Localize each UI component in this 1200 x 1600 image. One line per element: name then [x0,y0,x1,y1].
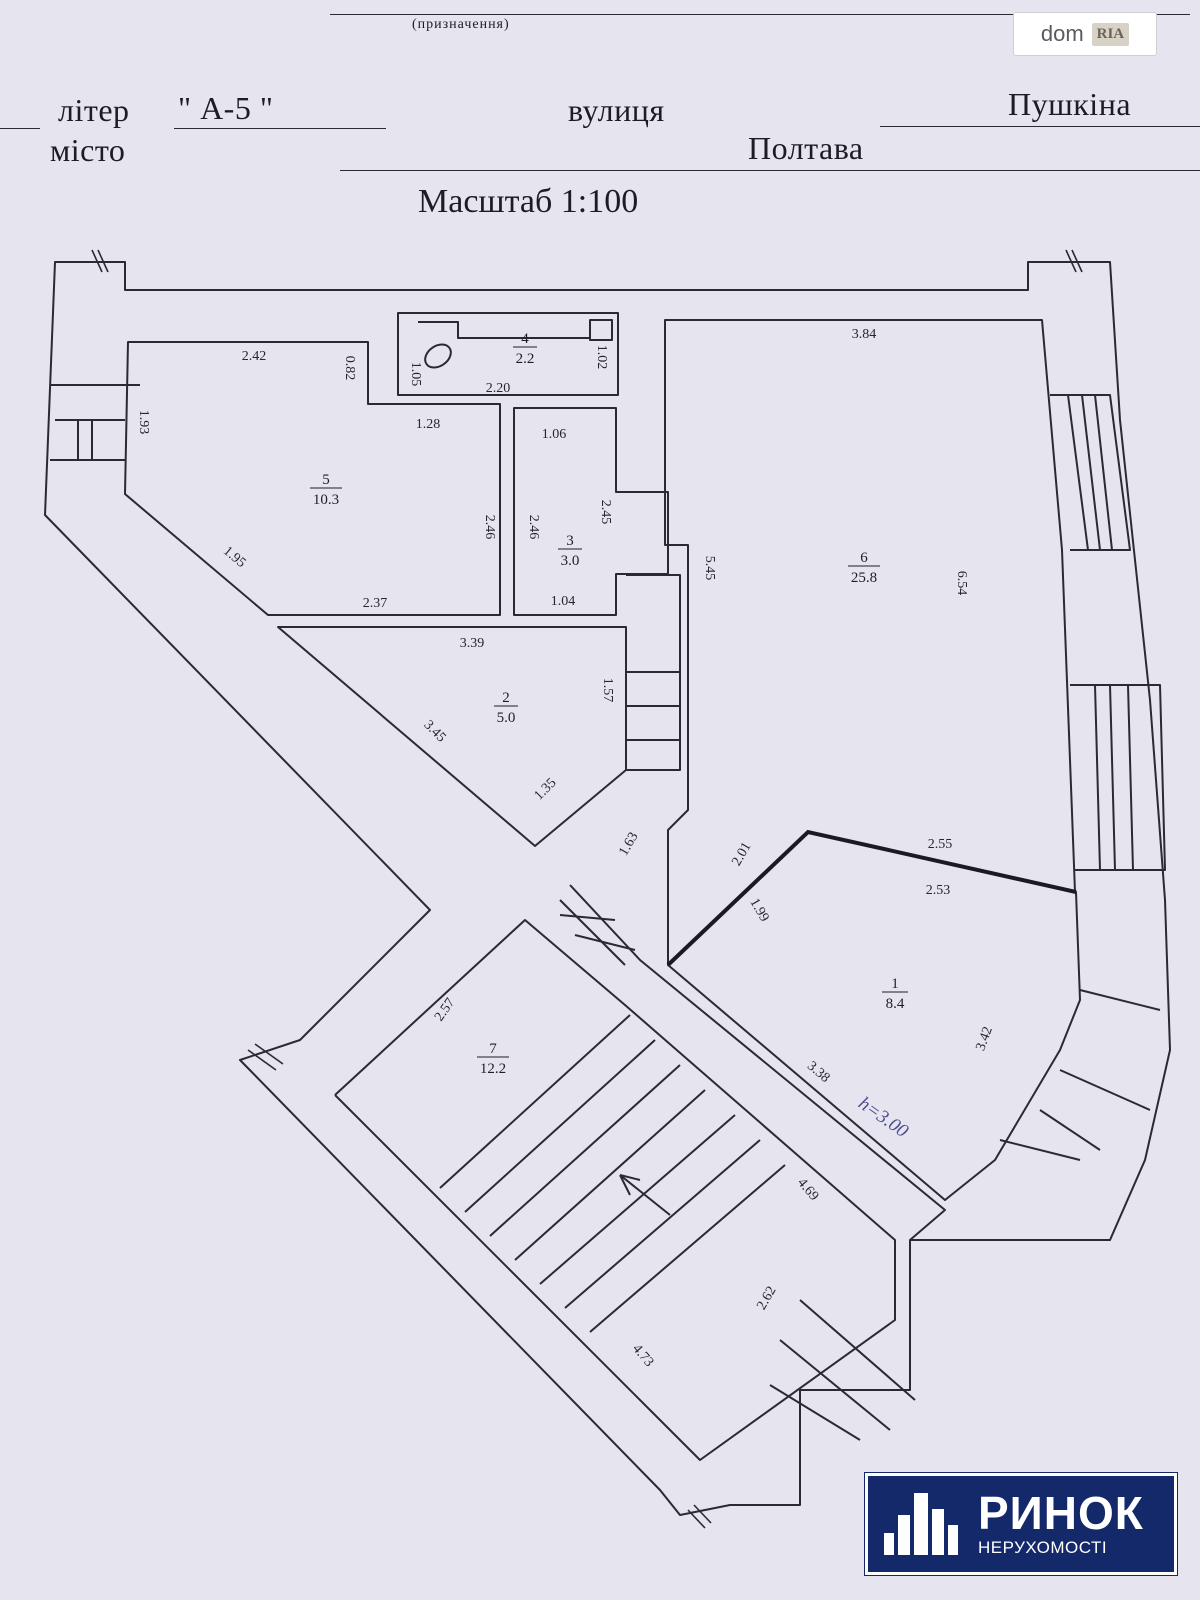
room7-stair [439,1014,786,1333]
street-value: Пушкіна [1008,86,1132,122]
dim-room5-diag: 1.95 [220,544,248,571]
dim-corridor: 1.63 [616,830,641,859]
dim-room5-top: 2.42 [242,349,267,364]
right-stair-2 [1070,684,1166,871]
room4-wall [397,312,619,396]
dim-room2-diag: 3.45 [421,718,449,746]
corridor-wall [559,884,946,1241]
dim-room1-right: 3.42 [973,1025,995,1053]
dim-room6-top: 3.84 [852,327,877,342]
room-5-area: 10.3 [313,492,339,508]
dim-room4-left: 1.05 [408,362,423,387]
dim-room4-bottom: 2.20 [486,381,511,396]
dim-room6-left: 5.45 [702,556,717,581]
break-mark-3 [247,1043,284,1071]
outer-wall [44,261,1171,1516]
right-stair-3 [999,989,1161,1161]
dim-room4-right: 1.02 [594,345,609,370]
dim-room2-right: 1.57 [600,678,615,703]
room5-wall [124,341,501,616]
room-1-number: 1 [891,976,899,992]
dom-text: dom [1040,21,1084,46]
room-3-area: 3.0 [561,553,580,569]
room4-inner [418,319,613,341]
dim-room3-top: 1.06 [542,427,567,442]
room-4-area: 2.2 [516,351,535,367]
dim-room2-bottom: 1.35 [532,776,560,804]
dom-ria-logo: dom RIA [1013,12,1157,56]
room-3-number: 3 [566,533,574,549]
dim-room5-right-small: 0.82 [342,356,357,381]
dim-room6-right: 6.54 [954,571,969,596]
room-7-area: 12.2 [480,1061,506,1077]
ria-text: RIA [1091,22,1130,46]
dim-room1-left-outer: 2.01 [729,840,754,869]
dim-room7-left: 2.57 [432,996,458,1025]
dim-room3-bottom: 1.04 [551,594,576,609]
partition-thick [666,829,1077,967]
dim-room5-bottom: 2.37 [363,596,388,611]
room7-arrow [619,1174,671,1216]
dim-room1-bottom: 3.38 [804,1059,832,1086]
corridor-stair [559,914,636,951]
rynok-title: РИНОК [978,1487,1144,1539]
city-label: місто [50,132,126,168]
street-rule [880,126,1200,127]
break-mark-4 [687,1504,712,1529]
break-mark-1 [91,249,109,273]
room-4-number: 4 [521,331,529,347]
liter-label: літер [58,92,130,128]
dim-room7-bottom: 4.73 [629,1342,656,1370]
break-mark-2 [1065,249,1083,273]
liter-value: " А-5 " [178,90,274,126]
right-stair [1050,394,1131,551]
dim-room7-right: 4.69 [794,1176,821,1204]
dim-room5-right: 2.46 [482,515,497,540]
room7-wall [334,919,896,1461]
top-rule [330,14,1190,15]
liter-rule [174,128,386,129]
toilet-icon [424,343,452,369]
room-7-number: 7 [489,1041,497,1057]
city-rule [340,170,1200,171]
mid-stair [626,574,681,771]
ceiling-height-note: h=3.00 [854,1093,912,1142]
room3-wall [513,407,669,616]
dim-room3-right: 2.45 [598,500,613,525]
dim-room5-step: 1.28 [416,417,441,432]
dim-room1-top: 2.53 [926,883,951,898]
room-1-area: 8.4 [886,996,905,1012]
room2-wall [277,626,627,847]
dim-room1-top-outer: 2.55 [928,837,953,852]
room-5-number: 5 [322,472,330,488]
room-2-area: 5.0 [497,710,516,726]
purpose-caption: (призначення) [412,17,510,32]
room-6-area: 25.8 [851,570,877,586]
buildings-icon [884,1493,968,1555]
rynok-nerukhomosti-logo: РИНОК НЕРУХОМОСТІ [864,1472,1178,1576]
lower-stair [769,1299,916,1441]
dim-room5-left: 1.93 [136,410,151,435]
city-value: Полтава [748,130,864,166]
room-6-number: 6 [860,550,868,566]
dim-room7-mid: 2.62 [754,1284,779,1313]
dim-room2-top: 3.39 [460,636,485,651]
room6-wall [664,319,1076,966]
room-2-number: 2 [502,690,510,706]
rynok-subtitle: НЕРУХОМОСТІ [978,1538,1108,1557]
scale-label: Масштаб 1:100 [418,183,639,220]
left-wall-inner [50,384,140,461]
dim-room3-left: 2.46 [526,515,541,540]
rule-left [0,128,40,129]
dim-room1-left: 1.99 [746,896,771,925]
street-label: вулиця [568,92,665,128]
